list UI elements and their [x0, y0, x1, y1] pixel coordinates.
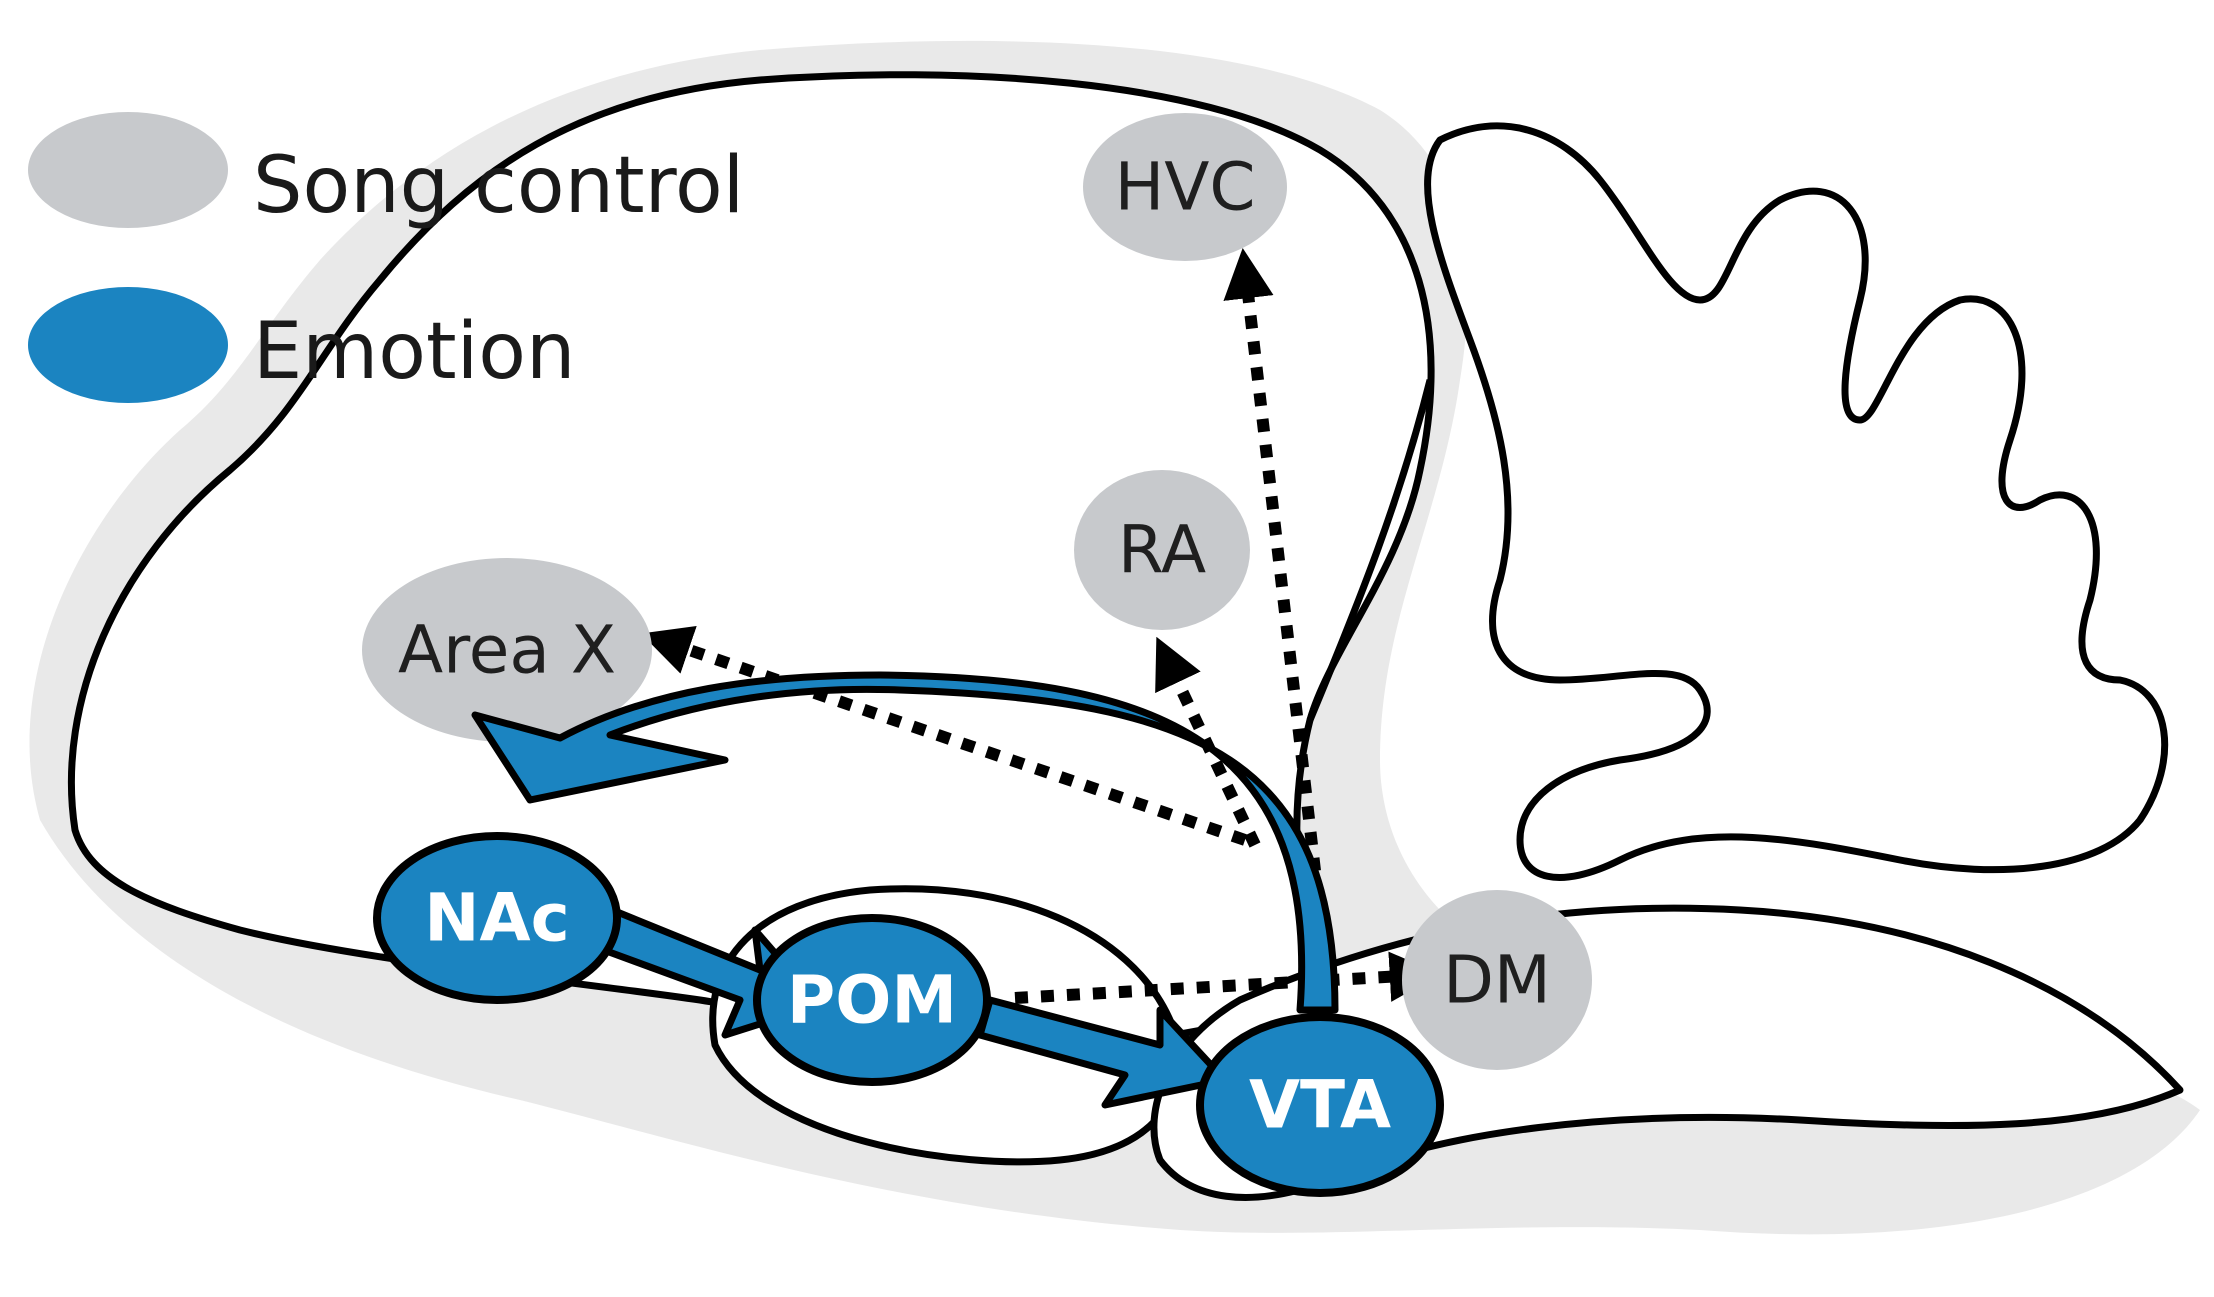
node-area-x: [362, 558, 652, 742]
node-dm: [1402, 890, 1592, 1070]
cerebrum-outline: [68, 71, 1435, 1050]
legend: Song control Emotion: [28, 112, 744, 403]
edge-vta-hvc: [1223, 247, 1336, 1001]
edge-vta-nac: [471, 671, 1339, 1014]
node-label-pom: POM: [787, 962, 957, 1039]
node-ra: [1074, 470, 1250, 630]
node-label-hvc: HVC: [1115, 149, 1256, 226]
node-label-vta: VTA: [1249, 1067, 1391, 1144]
node-label-nac: NAc: [424, 880, 569, 957]
legend-swatch-song-control: [28, 112, 228, 228]
legend-label-song-control: Song control: [253, 141, 744, 231]
node-vta: [1196, 1013, 1444, 1197]
node-nac: [373, 832, 621, 1004]
inner-contour: [1306, 379, 1434, 722]
legend-swatch-emotion: [28, 287, 228, 403]
emotion-nodes: NAc POM VTA: [373, 832, 1444, 1197]
node-hvc: [1083, 113, 1287, 261]
edge-pom-vta: [976, 996, 1229, 1109]
node-pom: [753, 914, 991, 1086]
node-label-area-x: Area X: [398, 612, 616, 689]
cerebellum-outline: [1424, 122, 2169, 881]
node-label-ra: RA: [1118, 512, 1206, 589]
edge-pom-dm: [1014, 951, 1441, 1004]
node-label-dm: DM: [1443, 942, 1551, 1019]
legend-label-emotion: Emotion: [253, 307, 575, 397]
song-control-nodes: HVC RA Area X DM: [362, 113, 1592, 1070]
